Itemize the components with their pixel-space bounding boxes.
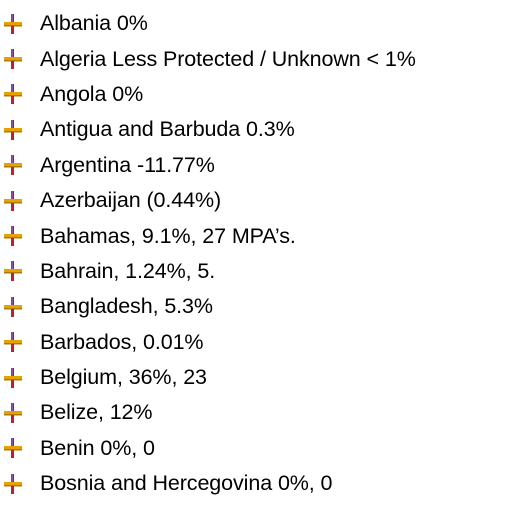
list-item-text: Angola 0% bbox=[40, 81, 144, 106]
list-item-text: Bosnia and Hercegovina 0%, 0 bbox=[40, 471, 333, 496]
list-item: Belize, 12% bbox=[0, 395, 524, 430]
pushpin-icon bbox=[0, 225, 28, 247]
list-item: Antigua and Barbuda 0.3% bbox=[0, 112, 524, 147]
list-item: Barbados, 0.01% bbox=[0, 325, 524, 360]
list-item: Bahrain, 1.24%, 5. bbox=[0, 254, 524, 289]
list-item-text: Barbados, 0.01% bbox=[40, 329, 204, 354]
list-item-text: Bahamas, 9.1%, 27 MPA’s. bbox=[40, 223, 296, 248]
list-item: Angola 0% bbox=[0, 77, 524, 112]
pushpin-icon bbox=[0, 83, 28, 105]
list-item-text: Belgium, 36%, 23 bbox=[40, 365, 207, 390]
pushpin-icon bbox=[0, 473, 28, 495]
list-item-text: Algeria Less Protected / Unknown < 1% bbox=[40, 46, 416, 71]
bullet-list: Albania 0% Algeria Less Protected / Unkn… bbox=[0, 6, 524, 501]
pushpin-icon bbox=[0, 190, 28, 212]
list-item-text: Benin 0%, 0 bbox=[40, 435, 155, 460]
list-item: Belgium, 36%, 23 bbox=[0, 360, 524, 395]
pushpin-icon bbox=[0, 13, 28, 35]
list-item-text: Bangladesh, 5.3% bbox=[40, 294, 213, 319]
list-item: Bahamas, 9.1%, 27 MPA’s. bbox=[0, 218, 524, 253]
list-item: Albania 0% bbox=[0, 6, 524, 41]
pushpin-icon bbox=[0, 119, 28, 141]
pushpin-icon bbox=[0, 367, 28, 389]
list-item: Azerbaijan (0.44%) bbox=[0, 183, 524, 218]
list-item: Argentina -11.77% bbox=[0, 148, 524, 183]
list-item-text: Bahrain, 1.24%, 5. bbox=[40, 258, 216, 283]
list-item: Algeria Less Protected / Unknown < 1% bbox=[0, 41, 524, 76]
list-item-text: Azerbaijan (0.44%) bbox=[40, 188, 222, 213]
pushpin-icon bbox=[0, 437, 28, 459]
pushpin-icon bbox=[0, 296, 28, 318]
pushpin-icon bbox=[0, 154, 28, 176]
list-item: Bosnia and Hercegovina 0%, 0 bbox=[0, 466, 524, 501]
list-item-text: Argentina -11.77% bbox=[40, 152, 215, 177]
list-item: Benin 0%, 0 bbox=[0, 431, 524, 466]
pushpin-icon bbox=[0, 331, 28, 353]
pushpin-icon bbox=[0, 260, 28, 282]
list-item-text: Albania 0% bbox=[40, 11, 148, 36]
pushpin-icon bbox=[0, 402, 28, 424]
list-item-text: Belize, 12% bbox=[40, 400, 153, 425]
list-item: Bangladesh, 5.3% bbox=[0, 289, 524, 324]
list-item-text: Antigua and Barbuda 0.3% bbox=[40, 117, 295, 142]
pushpin-icon bbox=[0, 48, 28, 70]
